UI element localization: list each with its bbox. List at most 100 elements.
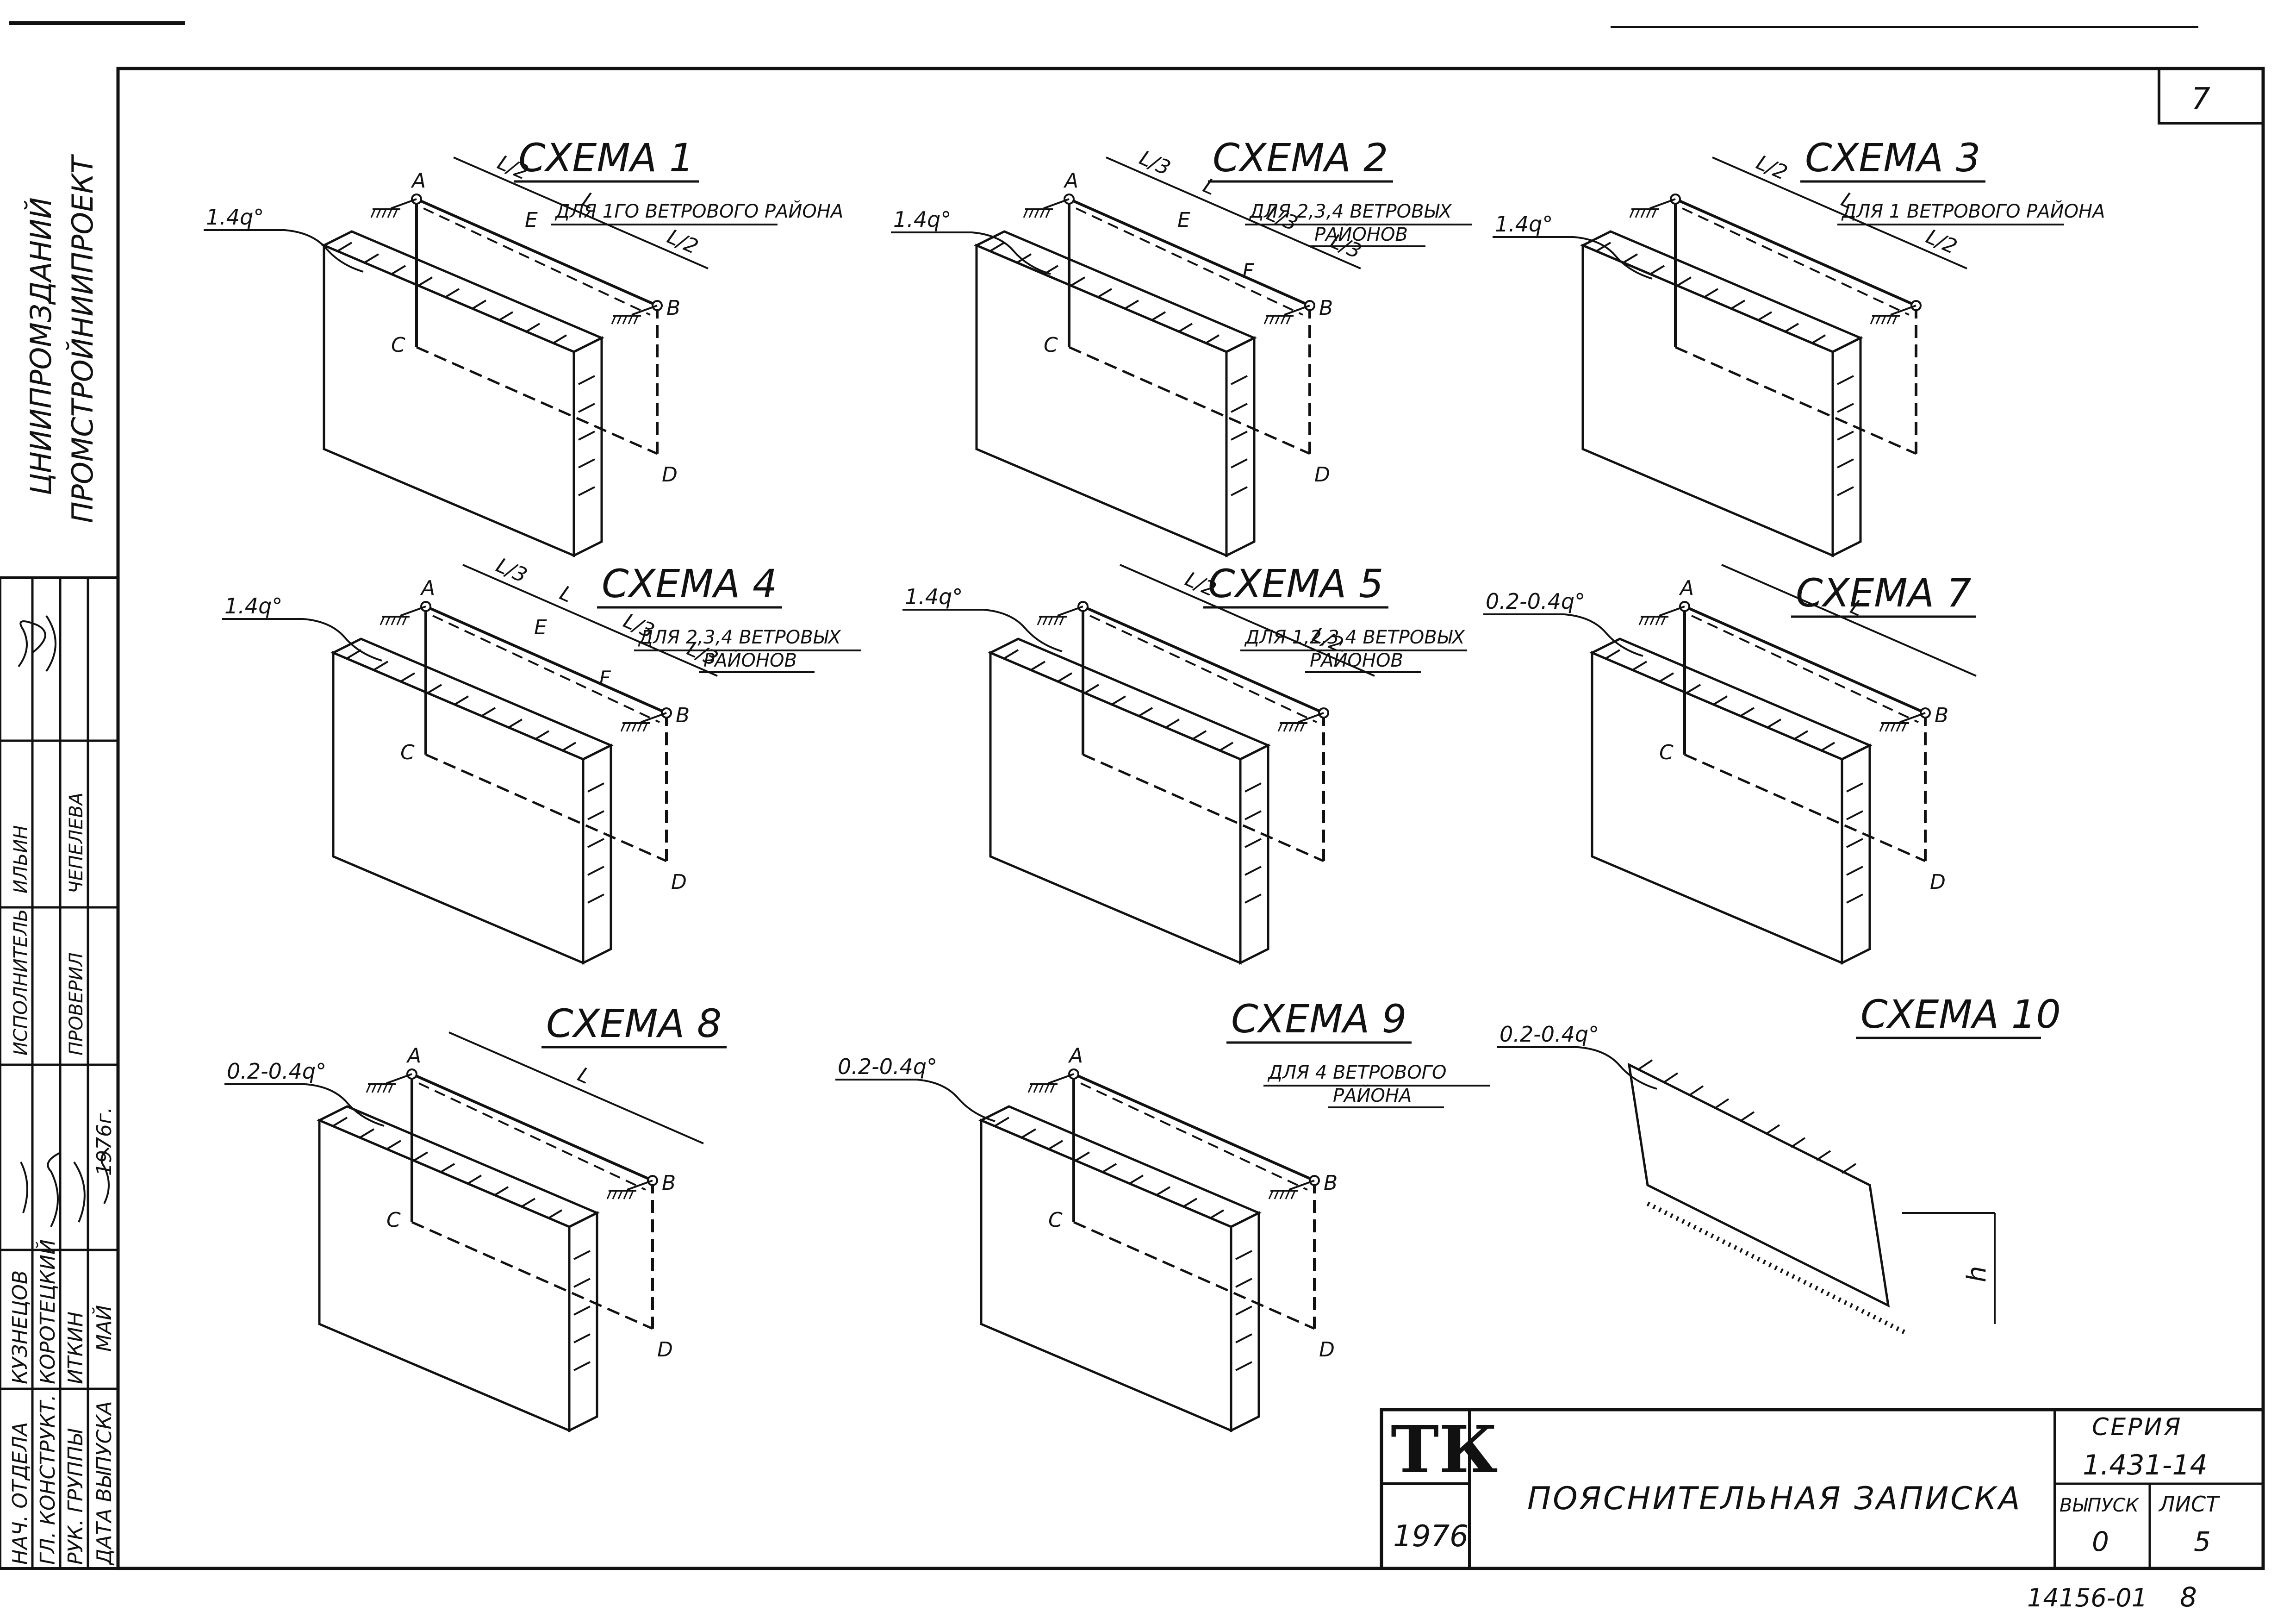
org-name-line1: ЦНИИПРОМЗДАНИЙ	[24, 197, 58, 495]
girt-top	[1684, 605, 1926, 714]
load-arrow	[1712, 695, 1728, 706]
wall-end	[1225, 336, 1256, 558]
load-arrow	[413, 1151, 429, 1162]
girt-top	[411, 1073, 653, 1182]
point-label-c: C	[400, 741, 415, 764]
girt-bottom	[1674, 346, 1917, 455]
load-arrow	[498, 311, 514, 321]
support-hatch	[1034, 209, 1039, 218]
load-arrow	[337, 242, 353, 252]
load-arrow	[573, 1278, 591, 1288]
load-arrow	[444, 288, 460, 298]
load-label: 0.2-0.4q°	[1486, 589, 1585, 614]
load-arrow	[1191, 730, 1207, 740]
support-hatch	[1286, 315, 1291, 325]
girt-inner	[423, 207, 651, 316]
load-leader	[983, 609, 1063, 652]
girt-inner	[432, 615, 660, 723]
girt-bottom	[1082, 753, 1325, 862]
load-arrow	[1784, 323, 1799, 333]
load-arrow	[1837, 458, 1854, 468]
point-label-b: B	[1319, 296, 1333, 320]
support-hatch	[396, 616, 402, 625]
archive-sheet: 8	[2180, 1581, 2197, 1613]
load-arrow	[573, 1250, 591, 1260]
load-arrow	[1714, 1098, 1730, 1109]
support-hatch	[1890, 723, 1896, 732]
load-arrow	[1244, 810, 1262, 820]
support-hatch	[1039, 1084, 1044, 1093]
support-hatch	[637, 723, 642, 732]
load-arrow	[520, 1198, 536, 1208]
support-hatch	[1294, 723, 1300, 732]
support-hatch	[628, 315, 633, 325]
load-arrow	[587, 893, 604, 904]
titleblock-year: 1976	[1393, 1519, 1468, 1554]
scheme-title: СХЕМА 9	[1231, 996, 1406, 1042]
support-hatch	[1885, 723, 1890, 732]
wall-face	[989, 651, 1242, 965]
dim-line	[1712, 156, 1967, 269]
point-label-a: A	[406, 1044, 421, 1068]
load-arrow	[1177, 323, 1193, 333]
support-hatch	[1027, 1084, 1033, 1093]
support-hatch	[631, 723, 637, 732]
signature-1	[18, 615, 56, 672]
wall-top	[317, 1105, 600, 1228]
support-hatch	[1283, 723, 1288, 732]
load-label: 1.4q°	[905, 584, 963, 609]
support-hatch	[1638, 616, 1644, 625]
load-arrow	[1016, 253, 1032, 263]
point-label-c: C	[1048, 1208, 1063, 1232]
load-arrow	[1235, 1361, 1252, 1371]
load-arrow	[1101, 1163, 1117, 1173]
dim-label: L	[556, 581, 576, 607]
point-label-d: D	[1319, 1338, 1335, 1362]
support-hatch	[1646, 209, 1651, 218]
scheme-title: СХЕМА 7	[1796, 570, 1971, 616]
title-block	[1380, 1408, 2265, 1570]
load-arrow	[1030, 661, 1046, 671]
support-bar	[1288, 1180, 1315, 1191]
stamp-name-1: КУЗНЕЦОВ	[8, 1270, 32, 1384]
support-hatch	[1649, 616, 1655, 625]
support-hatch	[1651, 209, 1657, 218]
point-label-e: E	[1177, 208, 1190, 232]
support-hatch	[623, 1190, 628, 1199]
load-arrow	[578, 431, 595, 441]
load-arrow	[1084, 684, 1100, 694]
point-label-b: B	[676, 704, 690, 727]
load-arrow	[1837, 375, 1854, 385]
dim-label: L/2	[1753, 150, 1791, 185]
load-leader	[284, 229, 364, 273]
girt-top	[1073, 1073, 1315, 1182]
support-hatch	[1044, 1084, 1050, 1093]
load-label: 0.2-0.4q°	[838, 1054, 937, 1079]
load-arrow	[989, 242, 1005, 252]
dim-label: L	[574, 1062, 594, 1089]
load-arrow	[1244, 838, 1262, 848]
support-hatch	[633, 315, 639, 325]
load-arrow	[1837, 486, 1854, 496]
sheet-value: 5	[2194, 1526, 2211, 1557]
support-bar	[1298, 712, 1324, 723]
signature-2	[20, 1152, 86, 1227]
wall-end	[1831, 336, 1862, 558]
point-label-a: A	[1679, 576, 1694, 600]
load-arrow	[1730, 300, 1746, 310]
support-hatch	[1629, 209, 1635, 218]
support-hatch	[612, 1190, 617, 1199]
support-hatch	[380, 616, 385, 625]
load-arrow	[364, 253, 380, 263]
support-hatch	[1290, 1190, 1296, 1199]
load-arrow	[1816, 1150, 1831, 1161]
stamp-executed-name: ИЛЬИН	[10, 825, 31, 893]
wall-face	[318, 1118, 571, 1432]
load-arrow	[587, 866, 604, 876]
wall-face	[332, 651, 585, 965]
load-arrow	[578, 375, 595, 385]
load-arrow	[467, 1174, 482, 1185]
point-label-f: F	[599, 667, 611, 690]
load-arrow	[1231, 403, 1248, 413]
